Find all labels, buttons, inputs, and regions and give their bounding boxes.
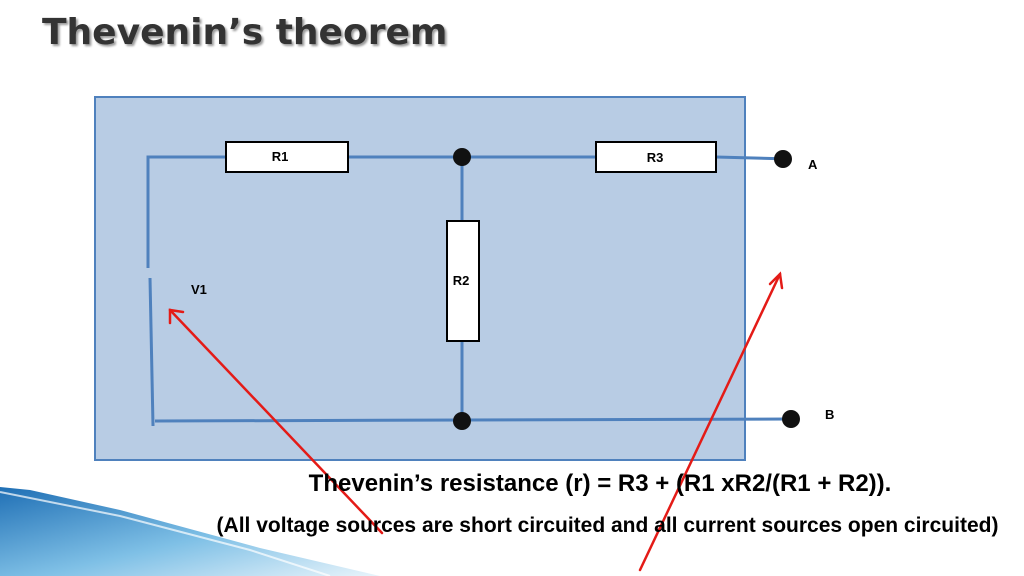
junction-node-bottom — [453, 412, 471, 430]
circuit-wires — [146, 155, 791, 427]
wire-bottom — [154, 417, 791, 423]
resistor-r3-label: R3 — [647, 150, 664, 165]
terminal-b-label: B — [825, 407, 834, 422]
decorative-swoosh-line — [0, 491, 331, 576]
resistor-r2-label: R2 — [453, 273, 470, 288]
slide-title: Thevenin’s theorem — [42, 12, 448, 53]
decorative-swoosh — [0, 487, 380, 576]
resistor-r3 — [595, 141, 717, 173]
resistor-r1-label: R1 — [272, 149, 289, 164]
terminal-b-node — [782, 410, 800, 428]
source-v1-label: V1 — [191, 282, 207, 297]
terminal-a-node — [774, 150, 792, 168]
thevenin-resistance-note: (All voltage sources are short circuited… — [216, 514, 999, 537]
arrow-to-v1 — [168, 308, 384, 535]
wire-left-bottom — [148, 277, 155, 427]
arrow-to-terminals — [638, 271, 784, 572]
resistor-r1 — [225, 141, 349, 173]
thevenin-resistance-formula: Thevenin’s resistance (r) = R3 + (R1 xR2… — [308, 470, 892, 497]
junction-node-top — [453, 148, 471, 166]
wire-left-top — [146, 155, 226, 268]
terminal-a-label: A — [808, 157, 818, 172]
resistor-r2 — [446, 220, 480, 342]
